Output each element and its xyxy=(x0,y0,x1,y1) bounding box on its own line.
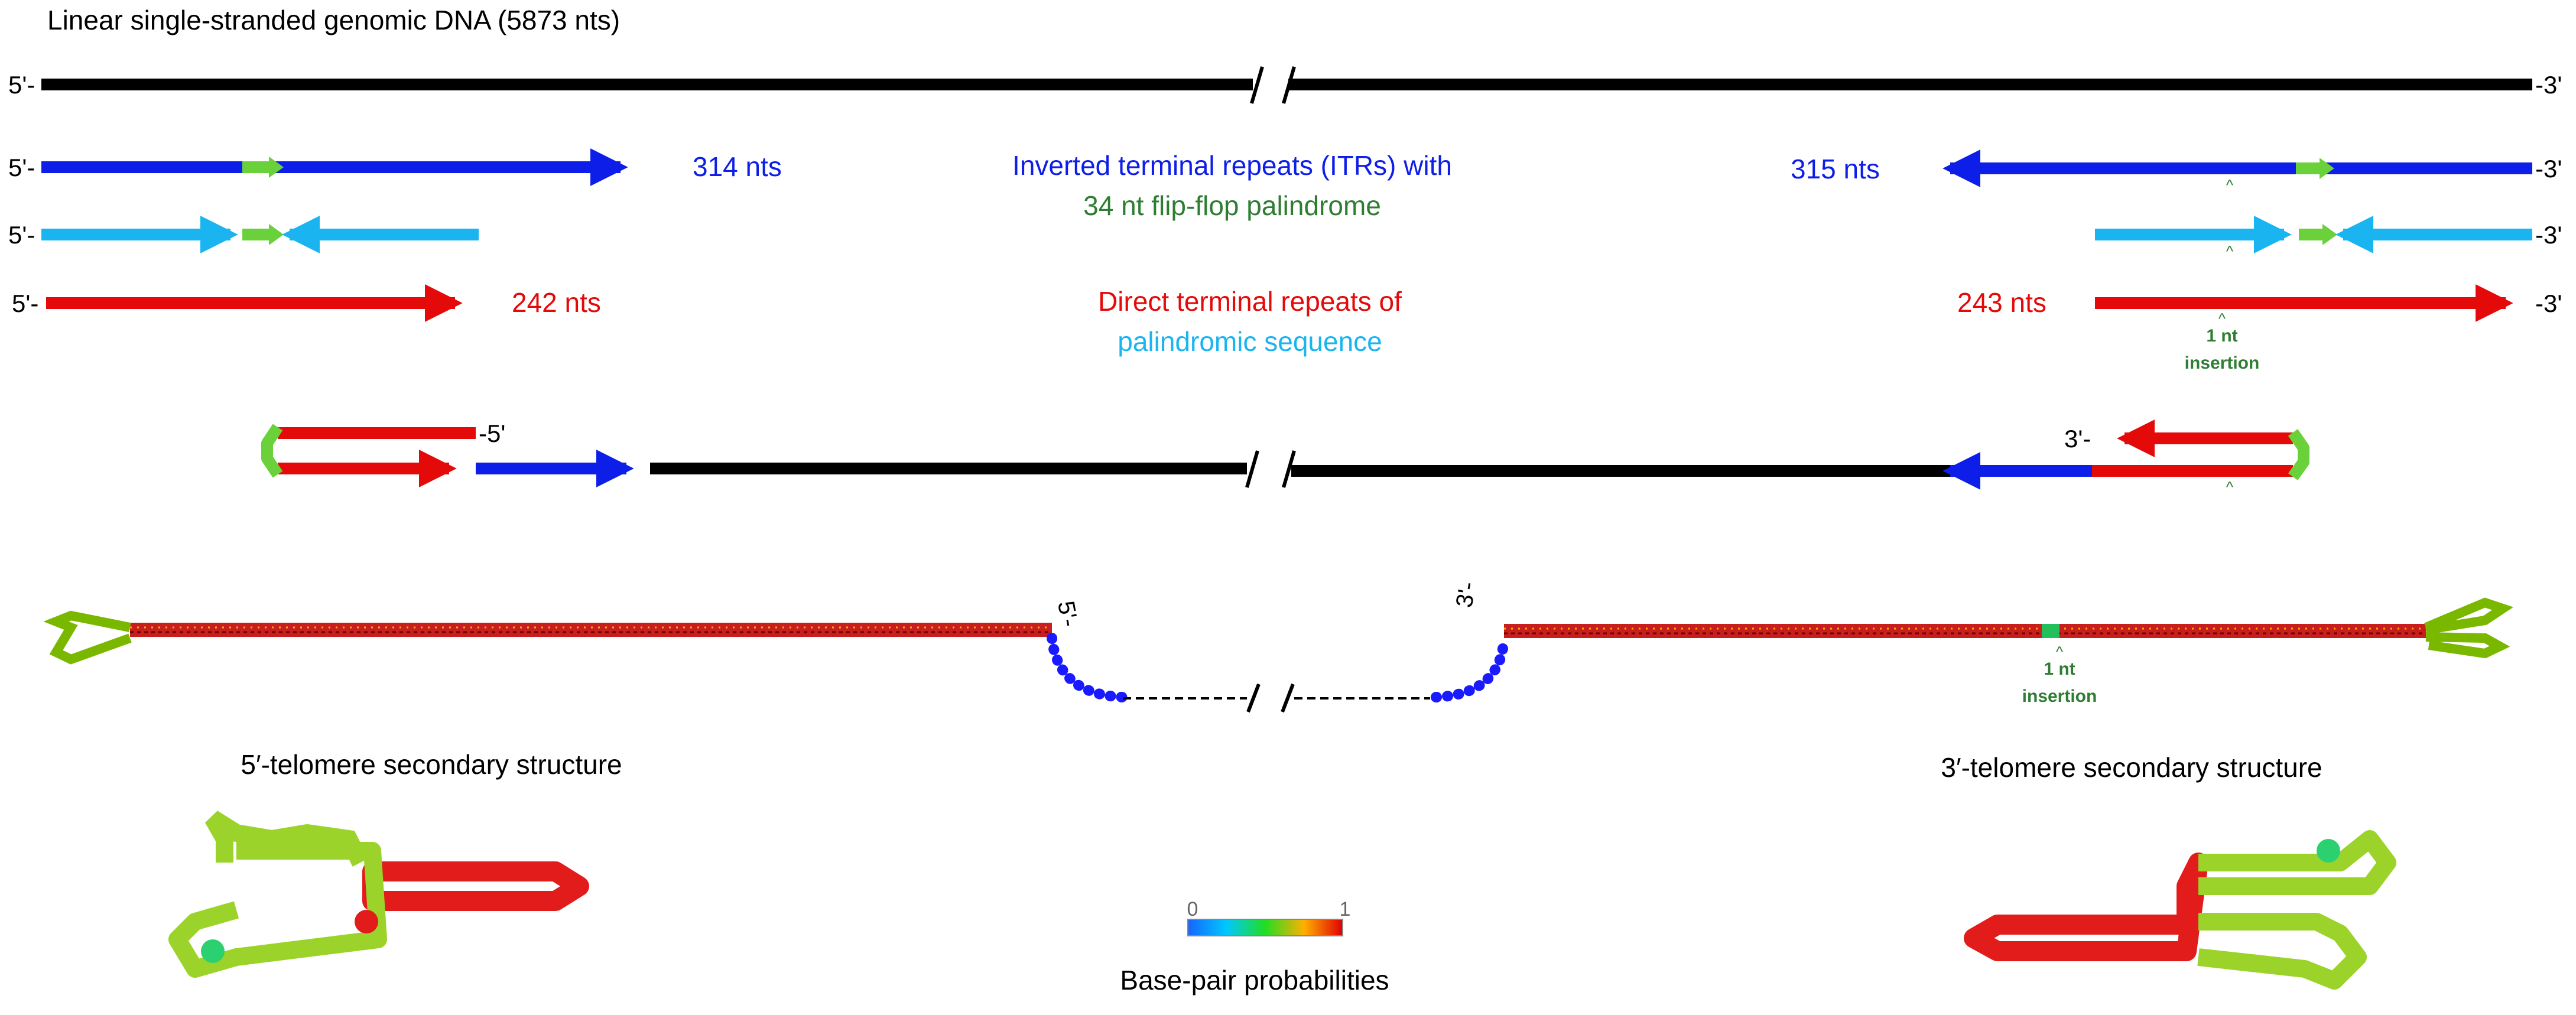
five-prime-label: 5'- xyxy=(8,71,35,99)
three-prime-hairpin xyxy=(1291,419,2309,490)
five-prime-2d-structure xyxy=(168,811,589,978)
itr-left-arrow xyxy=(41,148,628,187)
insertion-label-line1: 1 nt xyxy=(2044,659,2075,679)
five-prime-single-strand xyxy=(1047,633,1128,702)
five-prime-rot-label: 5'- xyxy=(1053,599,1083,629)
dtr-label-line1: Direct terminal repeats of xyxy=(1098,286,1402,317)
palindrome-right xyxy=(2095,215,2532,254)
insertion-caret: ^ xyxy=(2218,310,2226,327)
three-prime-single-strand xyxy=(1431,633,1509,702)
three-prime-label: -3' xyxy=(2535,289,2562,317)
break-mark xyxy=(1281,683,1295,713)
diagram-title: Linear single-stranded genomic DNA (5873… xyxy=(47,5,620,35)
five-prime-telomere-stem xyxy=(43,610,1052,665)
hairpin-loop xyxy=(2424,597,2514,659)
break-mark xyxy=(1250,66,1264,104)
five-prime-label: 5'- xyxy=(8,154,35,181)
break-mark xyxy=(1245,450,1259,488)
insertion-label-line2: insertion xyxy=(2185,353,2260,373)
itr-label-line1: Inverted terminal repeats (ITRs) with xyxy=(1012,150,1452,181)
three-prime-2d-structure xyxy=(1964,830,2396,990)
itr-right-arrow xyxy=(1942,149,2532,188)
insertion-site xyxy=(2042,624,2059,638)
five-prime-label: 5'- xyxy=(12,289,38,317)
colorbar xyxy=(1187,919,1343,936)
three-prime-hairpin-label: 3'- xyxy=(2064,425,2091,453)
palindrome-left xyxy=(41,215,479,254)
three-prime-label: -3' xyxy=(2535,221,2562,249)
three-prime-telomere-caption: 3′-telomere secondary structure xyxy=(1941,752,2322,783)
break-mark xyxy=(1282,66,1296,104)
insertion-caret: ^ xyxy=(2056,643,2064,661)
colorbar-caption: Base-pair probabilities xyxy=(1120,965,1389,996)
dtr-label-line2: palindromic sequence xyxy=(1118,326,1382,357)
colorbar-min: 0 xyxy=(1187,898,1198,920)
dtr-left-length: 242 nts xyxy=(512,287,601,318)
three-prime-label: -3' xyxy=(2535,155,2562,183)
break-mark xyxy=(1282,450,1296,488)
itr-left-length: 314 nts xyxy=(693,151,782,182)
five-prime-hairpin-label: -5' xyxy=(479,419,505,447)
five-prime-hairpin xyxy=(261,424,1247,488)
five-prime-label: 5'- xyxy=(8,221,35,249)
dtr-right-length: 243 nts xyxy=(1957,287,2046,318)
insertion-caret: ^ xyxy=(2226,478,2234,496)
insertion-caret: ^ xyxy=(2226,242,2234,260)
itr-right-length: 315 nts xyxy=(1791,154,1880,184)
hairpin-loop xyxy=(261,424,283,478)
insertion-label-line1: 1 nt xyxy=(2206,326,2237,346)
insertion-caret: ^ xyxy=(2226,176,2234,194)
itr-label-line2: 34 nt flip-flop palindrome xyxy=(1083,190,1381,221)
three-prime-label: -3' xyxy=(2535,71,2562,99)
colorbar-max: 1 xyxy=(1340,898,1351,920)
three-prime-telomere-stem xyxy=(1504,597,2514,659)
hairpin-loop xyxy=(43,610,132,665)
hairpin-loop xyxy=(2288,429,2309,480)
genome-strand xyxy=(41,66,2532,104)
break-mark xyxy=(1246,683,1261,713)
five-prime-telomere-caption: 5′-telomere secondary structure xyxy=(241,749,622,780)
three-prime-rot-label: 3'- xyxy=(1451,580,1482,609)
insertion-label-line2: insertion xyxy=(2022,687,2097,706)
